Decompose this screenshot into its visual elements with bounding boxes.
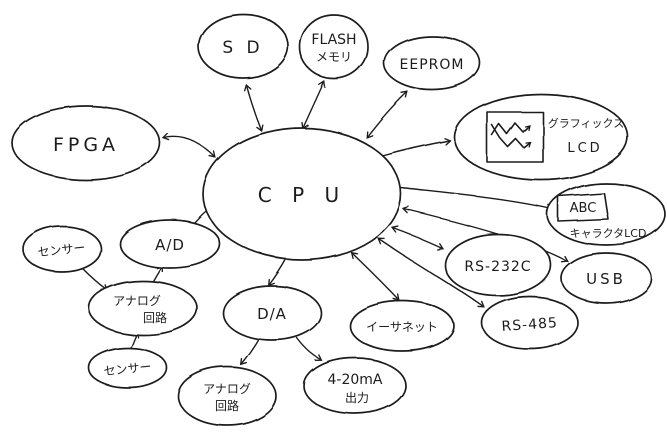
ethernet-label: イーサネット [366, 320, 438, 334]
node-da [222, 285, 322, 341]
analog-bottom-label-line2: 回路 [215, 398, 239, 413]
current-output-label-line2: 出力 [345, 391, 369, 405]
graphics-lcd-label-line2: LCD [567, 141, 602, 156]
edge-cpu-usb [402, 206, 569, 263]
node-analog-left [88, 280, 198, 336]
node-rs232c [444, 233, 552, 297]
node-eeprom [383, 35, 481, 91]
node-current-output [303, 357, 407, 415]
edge-cpu-rs232c [391, 225, 444, 250]
flash-label-line1: FLASH [311, 32, 356, 48]
edge-sensor-top-analog [81, 267, 109, 292]
edge-cpu-flash [301, 80, 326, 130]
node-sensor-top [22, 225, 102, 273]
eeprom-label: EEPROM [400, 57, 465, 73]
edge-da-current-output [296, 337, 323, 361]
node-cpu [202, 127, 402, 261]
node-usb [560, 252, 652, 304]
analog-left-label-line1: アナログ [113, 294, 161, 308]
sensor-top-label: センサー [37, 241, 86, 260]
edge-analog-ad [151, 264, 163, 284]
edge-da-analog-bottom [239, 337, 260, 366]
edge-cpu-character-lcd [400, 187, 554, 212]
character-lcd-label: キャラクタLCD [570, 227, 647, 240]
graphics-lcd-label-line1: グラフィックス [548, 116, 624, 130]
node-rs485 [481, 296, 579, 350]
usb-label: USB [586, 270, 626, 288]
ad-label: A/D [155, 236, 185, 254]
node-fpga [11, 105, 161, 181]
rs485-label: RS-485 [501, 315, 558, 335]
edge-cpu-sd [243, 83, 263, 132]
edge-cpu-fpga [162, 133, 217, 159]
edge-cpu-eeprom [365, 90, 409, 139]
rs232c-label: RS-232C [464, 259, 531, 275]
cpu-label: C P U [258, 183, 346, 207]
node-graphics-lcd [453, 93, 629, 181]
edge-cpu-da [267, 258, 287, 287]
fpga-label: FPGA [53, 134, 119, 156]
node-ethernet [349, 300, 455, 352]
lcd-screen-box [557, 192, 609, 222]
sd-label: S D [222, 38, 263, 58]
node-character-lcd [546, 182, 666, 246]
analog-bottom-label-line1: アナログ [203, 382, 251, 396]
edge-cpu-ethernet [350, 251, 401, 302]
flash-label-line2: メモリ [316, 50, 352, 64]
node-sd [197, 13, 289, 79]
node-ad [119, 219, 221, 269]
edge-cpu-graphics-lcd [379, 137, 451, 157]
da-label: D/A [257, 305, 287, 323]
edge-cpu-rs485 [377, 238, 486, 308]
sensor-bottom-label: センサー [103, 360, 152, 379]
node-flash [299, 14, 369, 80]
analog-left-label-line2: 回路 [143, 310, 167, 325]
current-output-label-line1: 4-20mA [328, 372, 383, 388]
node-analog-bottom [177, 366, 277, 426]
waveform-icon [486, 111, 544, 163]
node-sensor-bottom [88, 347, 168, 389]
character-lcd-screen-text: ABC [570, 201, 597, 216]
